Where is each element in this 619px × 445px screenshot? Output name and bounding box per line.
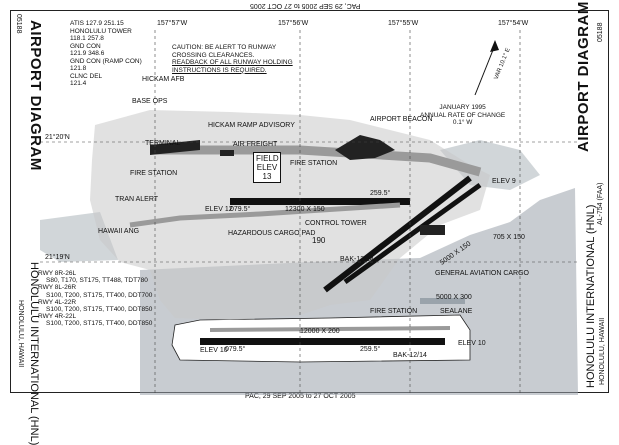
control-tower: CONTROL TOWER xyxy=(305,220,367,227)
runway-strength-block: RWY 8R-26L S80, T170, ST175, TT488, TDT7… xyxy=(38,270,153,328)
gnd-ramp-label: GND CON (RAMP CON) xyxy=(70,57,142,65)
field-elev-box: FIELD ELEV 13 xyxy=(253,152,281,183)
r1-elev-w: ELEV 12 xyxy=(205,206,233,213)
terminal-building xyxy=(150,140,200,155)
control-tower-elev: 190 xyxy=(312,236,326,245)
r1-elev-e: ELEV 9 xyxy=(492,178,516,185)
city-left: HONOLULU, HAWAII xyxy=(17,300,24,368)
gnd-freq: 121.9 348.6 xyxy=(70,50,105,57)
fire-station-1: FIRE STATION xyxy=(130,170,178,177)
longitude-1: 157°57'W xyxy=(157,20,188,27)
runway-4l-22r xyxy=(343,182,482,285)
longitude-2: 157°56'W xyxy=(278,20,309,27)
tower-label: HONOLULU TOWER xyxy=(70,27,132,35)
hickam-afb: HICKAM AFB xyxy=(142,76,185,83)
r7-dims: 705 X 150 xyxy=(493,234,525,241)
clnc-label: CLNC DEL xyxy=(70,72,103,80)
runway-4r-22l xyxy=(323,175,472,293)
r2-hdg-e: 259.5° xyxy=(360,346,381,353)
hickam-ramp: HICKAM RAMP ADVISORY xyxy=(208,122,295,129)
gnd-ramp-freq: 121.8 xyxy=(70,65,87,72)
bak-2: BAK-12/14 xyxy=(393,352,427,359)
north-arrow xyxy=(474,44,496,96)
bottom-banner: PAC, 29 SEP 2005 to 27 OCT 2005 xyxy=(245,393,356,400)
caution-note: CAUTION: BE ALERT TO RUNWAY CROSSING CLE… xyxy=(172,44,293,74)
longitude-3: 157°55'W xyxy=(388,20,419,27)
variation-note: JANUARY 1995 ANNUAL RATE OF CHANGE 0.1° … xyxy=(420,104,506,126)
base-ops: BASE OPS xyxy=(132,98,168,105)
latitude-1: 21°20'N xyxy=(45,134,70,141)
hazardous-cargo: HAZARDOUS CARGO PAD xyxy=(228,230,316,237)
north-arrow-head xyxy=(490,40,499,52)
air-freight-building xyxy=(220,150,234,156)
diagram-number-right: 05188 xyxy=(597,22,604,42)
airport-map xyxy=(40,30,580,395)
fire-station-3: FIRE STATION xyxy=(370,308,418,315)
airport-name-right: HONOLULU INTERNATIONAL (HNL) xyxy=(585,204,597,388)
airport-land xyxy=(90,110,490,320)
runway-8l-26r xyxy=(230,198,410,205)
r1-hdg-w: 079.5° xyxy=(230,206,251,213)
r2-hdg-w: 079.5° xyxy=(225,346,246,353)
ga-cargo-building xyxy=(420,225,445,235)
air-freight: AIR FREIGHT xyxy=(233,141,278,148)
airport-beacon: AIRPORT BEACON xyxy=(370,116,433,123)
gnd-label: GND CON xyxy=(70,42,101,50)
r2-elev-w: ELEV 10 xyxy=(200,347,228,354)
r2-elev-e: ELEV 10 xyxy=(458,340,486,347)
seaplane: SEALANE xyxy=(440,308,473,315)
airport-beacon-building xyxy=(335,135,395,160)
terminal: TERMINAL xyxy=(145,140,181,147)
r1-hdg-e: 259.5° xyxy=(370,190,391,197)
general-aviation: GENERAL AVIATION CARGO xyxy=(435,270,530,277)
city-right: HONOLULU, HAWAII xyxy=(599,317,606,385)
taxiway-b xyxy=(129,202,401,228)
clnc-freq: 121.4 xyxy=(70,80,87,87)
frequency-block: ATIS 127.9 251.15 HONOLULU TOWER 118.1 2… xyxy=(70,20,142,88)
r6-dims: 5000 X 300 xyxy=(436,294,472,301)
fire-station-2: FIRE STATION xyxy=(290,160,338,167)
taxiway-rt xyxy=(209,326,451,332)
atis: ATIS 127.9 251.15 xyxy=(70,20,124,27)
latitude-2: 21°19'N xyxy=(45,254,70,261)
hawaii-ang: HAWAII ANG xyxy=(98,228,140,235)
title-right: AIRPORT DIAGRAM xyxy=(575,1,592,152)
r2-dims: 12000 X 200 xyxy=(300,328,340,335)
tran-alert: TRAN ALERT xyxy=(115,196,159,203)
al-number: AL-754 (FAA) xyxy=(597,182,604,225)
runway-8r-26l xyxy=(200,338,445,345)
seaplane-area xyxy=(420,298,465,304)
longitude-4: 157°54'W xyxy=(498,20,529,27)
tower-freq: 118.1 257.8 xyxy=(70,35,104,42)
r1-dims: 12300 X 150 xyxy=(285,206,325,213)
bak-1: BAK-12/14 xyxy=(340,256,374,263)
title-left: AIRPORT DIAGRAM xyxy=(27,20,44,171)
diagram-number-left: 05188 xyxy=(15,14,22,34)
